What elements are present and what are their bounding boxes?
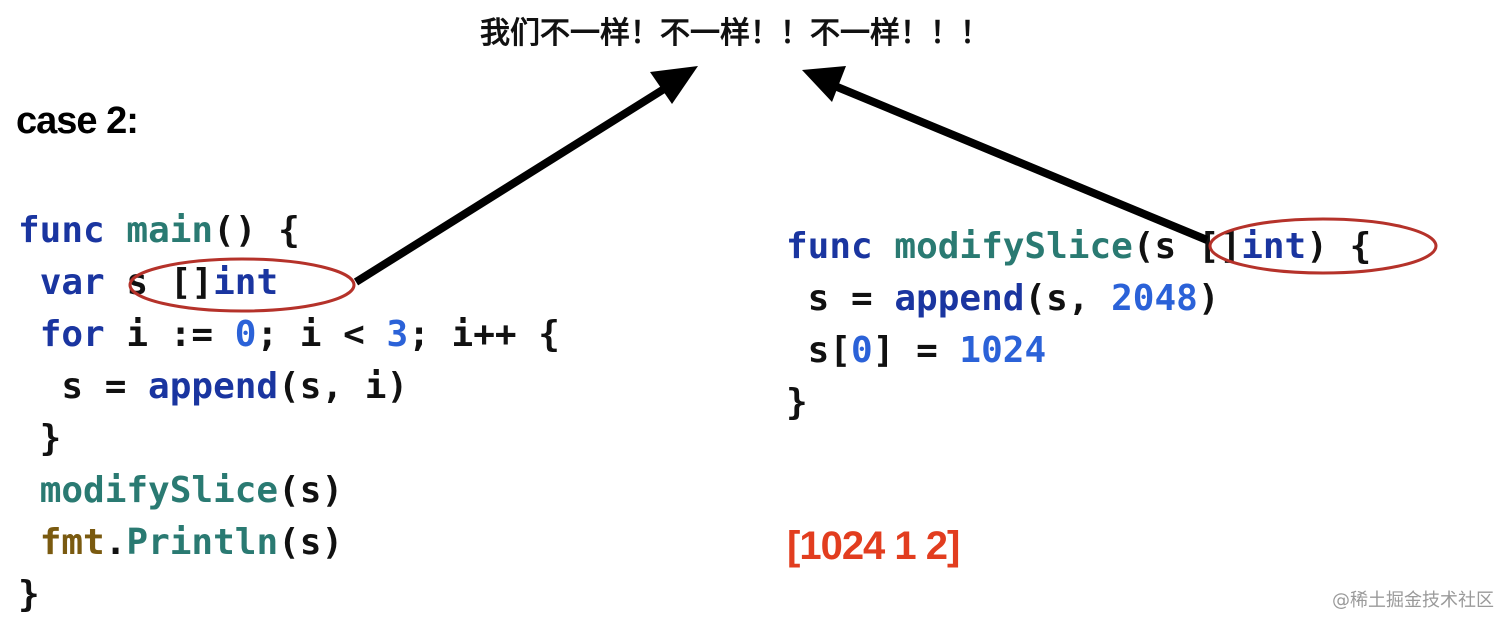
- main-code-block: func main() { var s []int for i := 0; i …: [18, 205, 560, 615]
- arrow-right: [828, 80, 1209, 244]
- keyword: func: [786, 226, 873, 267]
- modify-line-3: s[0] = 1024: [786, 330, 1047, 371]
- case-label: case 2:: [16, 100, 139, 142]
- main-line-5: }: [18, 418, 62, 459]
- arrow-left: [353, 80, 675, 286]
- modify-line-2: s = append(s, 2048): [786, 278, 1220, 319]
- number-literal: 3: [386, 314, 409, 355]
- highlight-ellipse-modify: [1208, 217, 1438, 275]
- function-call: modifySlice: [39, 470, 279, 511]
- main-line-6: modifySlice(s): [39, 470, 344, 511]
- type-int: int: [213, 262, 279, 303]
- package-name: fmt: [39, 522, 105, 563]
- modify-line-1: func modifySlice(s []int) {: [786, 226, 1372, 267]
- main-line-4: s = append(s, i): [18, 366, 409, 407]
- main-line-1: func main() {: [18, 210, 300, 251]
- modify-code-block: func modifySlice(s []int) { s = append(s…: [786, 221, 1371, 426]
- main-line-8: }: [18, 574, 40, 615]
- modify-line-4: }: [786, 382, 808, 423]
- builtin-append: append: [894, 278, 1025, 319]
- keyword: func: [18, 210, 105, 251]
- type-int: int: [1241, 226, 1307, 267]
- number-literal: 2048: [1111, 278, 1198, 319]
- number-literal: 0: [851, 330, 873, 371]
- function-name: main: [126, 210, 214, 251]
- function-call: Println: [126, 522, 279, 563]
- highlight-ellipse-main: [128, 257, 356, 313]
- main-line-7: fmt.Println(s): [39, 522, 344, 563]
- arrow-left-head: [650, 66, 698, 104]
- keyword: var: [39, 262, 105, 303]
- function-name: modifySlice: [894, 226, 1133, 267]
- main-line-3: for i := 0; i < 3; i++ {: [39, 314, 560, 355]
- program-output: [1024 1 2]: [787, 524, 960, 568]
- builtin-append: append: [148, 366, 279, 407]
- number-literal: 1024: [959, 330, 1047, 371]
- watermark-text: @稀土掘金技术社区: [1332, 590, 1494, 611]
- keyword: for: [39, 314, 105, 355]
- arrow-right-head: [802, 66, 846, 102]
- diagram-title: 我们不一样！不一样！！不一样！！！: [480, 16, 990, 51]
- main-line-2: var s []int: [39, 262, 279, 303]
- number-literal: 0: [234, 314, 257, 355]
